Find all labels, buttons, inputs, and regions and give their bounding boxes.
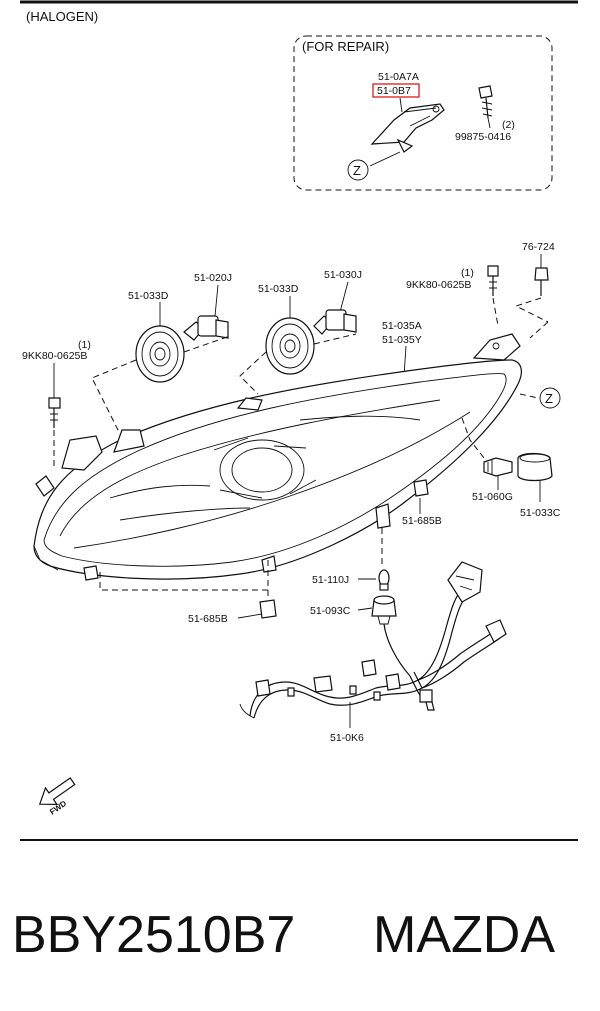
part-label-51-035y: 51-035Y bbox=[382, 334, 422, 346]
part-label-51-093c: 51-093C bbox=[310, 605, 351, 617]
highlight-box bbox=[372, 83, 420, 98]
bolt-left-icon bbox=[48, 397, 61, 428]
clip-76-724-icon bbox=[534, 254, 549, 296]
bolt-right-icon bbox=[487, 265, 499, 296]
view-z-label-right: Z bbox=[545, 391, 553, 406]
clip-51-685b-left-icon bbox=[259, 599, 277, 619]
footer-part-number: BBY2510B7 bbox=[12, 906, 295, 964]
clip-51-685b-right-icon bbox=[413, 479, 429, 497]
bulb-51-110j-icon bbox=[378, 569, 390, 591]
fwd-arrow-icon bbox=[38, 777, 76, 805]
part-label-51-033c: 51-033C bbox=[520, 507, 561, 519]
part-label-9kk80-0625b-left: 9KK80-0625B bbox=[22, 350, 87, 362]
part-label-51-020j: 51-020J bbox=[194, 272, 232, 284]
headlamp-housing bbox=[33, 333, 522, 581]
part-label-9kk-left-qty: (1) bbox=[78, 339, 91, 351]
dust-cover-mid bbox=[265, 317, 315, 375]
part-label-51-033d-mid: 51-033D bbox=[258, 283, 299, 295]
part-label-9kk80-0625b-right: 9KK80-0625B bbox=[406, 279, 471, 291]
dust-cover-left bbox=[135, 325, 185, 383]
wiring-harness bbox=[239, 561, 507, 719]
part-label-76-724: 76-724 bbox=[522, 241, 555, 253]
view-z-label-top: Z bbox=[353, 163, 361, 178]
part-label-51-110j: 51-110J bbox=[312, 574, 349, 586]
part-label-51-060g: 51-060G bbox=[472, 491, 513, 503]
socket-51-033c-icon bbox=[517, 452, 553, 482]
bulb-51-020j-icon bbox=[183, 315, 229, 341]
part-label-99875-0416: 99875-0416 bbox=[455, 131, 511, 143]
bulb-51-030j-icon bbox=[313, 309, 357, 335]
repair-box-title: (FOR REPAIR) bbox=[302, 39, 389, 54]
part-label-51-035a: 51-035A bbox=[382, 320, 422, 332]
part-label-9kk-right-qty: (1) bbox=[461, 267, 474, 279]
part-label-51-685b-right: 51-685B bbox=[402, 515, 442, 527]
repair-bolt-icon bbox=[478, 85, 493, 129]
part-label-51-0b7: 51-0B7 bbox=[377, 85, 411, 97]
socket-51-093c-icon bbox=[371, 595, 397, 625]
part-label-51-0k6: 51-0K6 bbox=[330, 732, 364, 744]
variant-label: (HALOGEN) bbox=[26, 9, 98, 24]
part-label-51-0a7a: 51-0A7A bbox=[378, 71, 419, 83]
view-z-marker-top bbox=[347, 159, 369, 181]
part-label-51-685b-left: 51-685B bbox=[188, 613, 228, 625]
part-label-bolt-qty: (2) bbox=[502, 119, 515, 131]
part-label-51-033d-left: 51-033D bbox=[128, 290, 169, 302]
repair-bracket bbox=[370, 97, 445, 153]
view-z-marker-right bbox=[539, 387, 561, 409]
bulb-51-060g-icon bbox=[483, 457, 513, 477]
footer-brand: MAZDA bbox=[373, 906, 555, 964]
part-label-51-030j: 51-030J bbox=[324, 269, 362, 281]
